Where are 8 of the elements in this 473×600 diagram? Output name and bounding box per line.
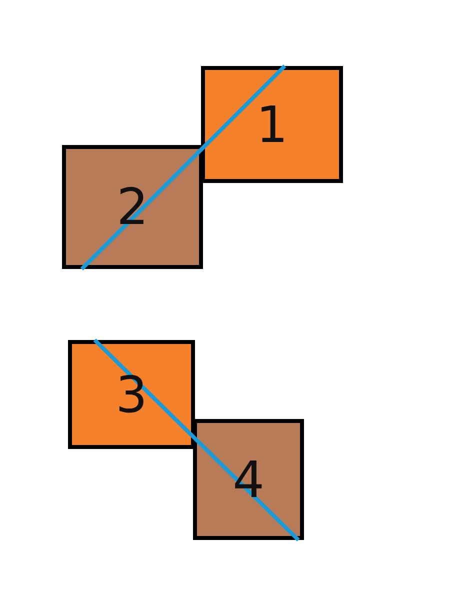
square-box (68, 340, 195, 449)
square-box (193, 419, 304, 540)
diagonal-line (93, 338, 300, 542)
diagonal-line (80, 64, 286, 270)
box-number: 1 (256, 100, 288, 150)
box-number: 3 (116, 370, 148, 420)
square-box (201, 66, 343, 183)
square-box (62, 145, 203, 269)
